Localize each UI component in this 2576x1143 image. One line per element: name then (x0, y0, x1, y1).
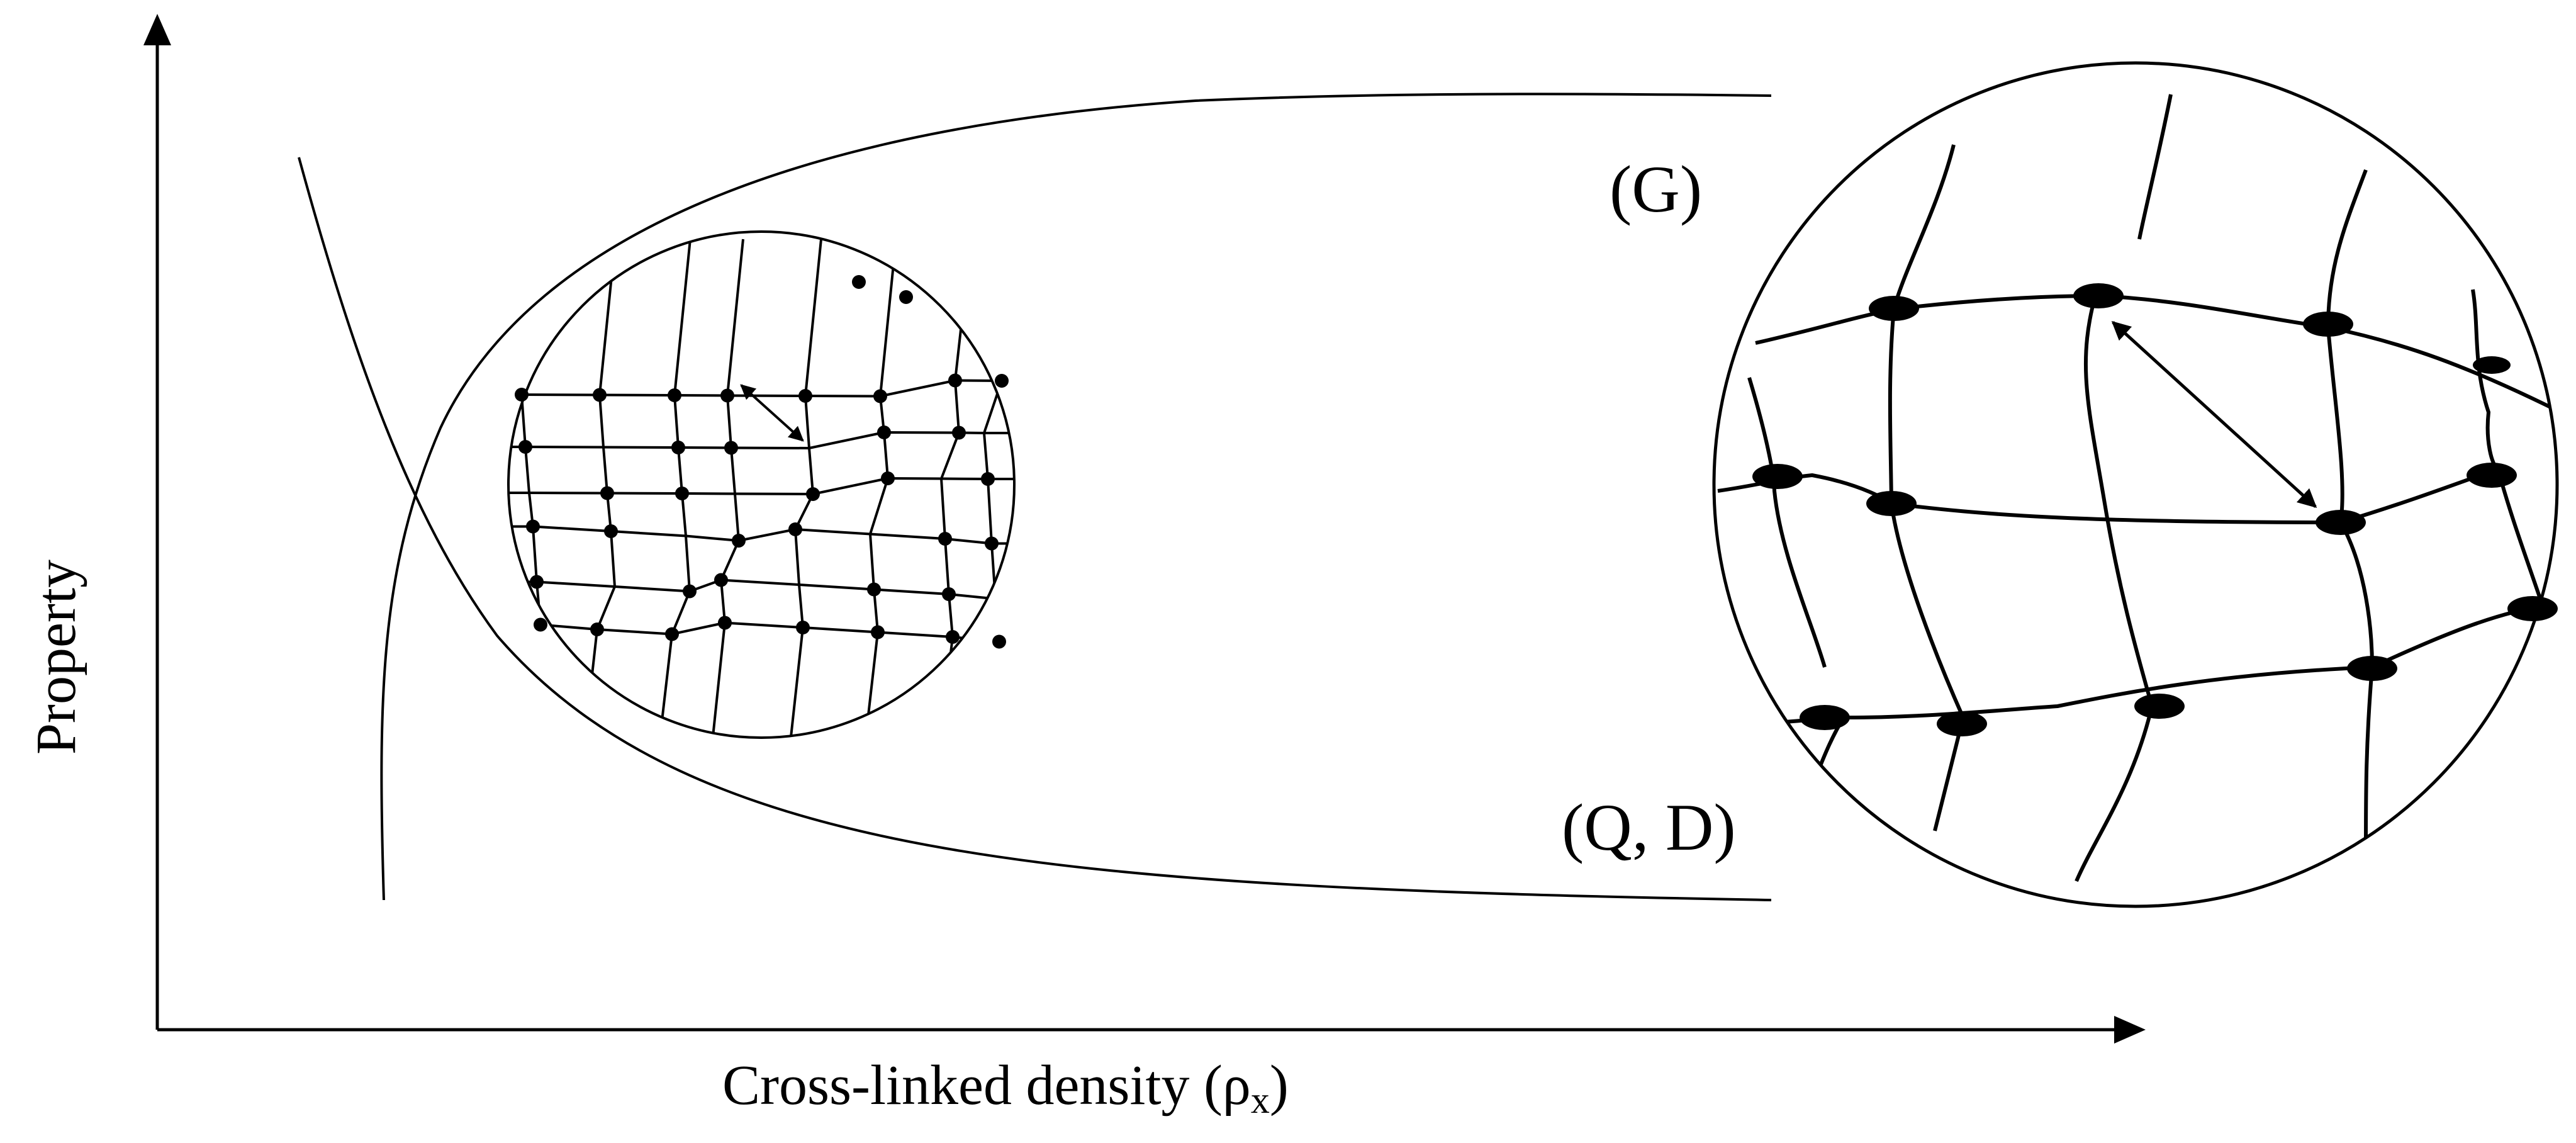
crosslink-node (942, 587, 956, 601)
crosslink-node (796, 621, 810, 634)
crosslink-node (2134, 694, 2185, 719)
crosslink-node (981, 472, 995, 486)
crosslink-node (806, 487, 820, 501)
crosslink-node (867, 582, 881, 597)
crosslink-node (948, 373, 962, 388)
crosslink-node (526, 519, 540, 534)
crosslink-node (665, 627, 679, 641)
crosslink-node (873, 389, 887, 403)
network-inset-high-density (1712, 61, 2559, 908)
crosslink-node (518, 440, 532, 454)
curve-label-upper: (G) (1610, 152, 1703, 226)
crosslink-node (720, 388, 734, 403)
crosslink-node (1866, 491, 1917, 516)
crosslink-node (2473, 356, 2511, 374)
crosslink-node (683, 584, 697, 599)
crosslink-node (530, 575, 544, 589)
crosslink-node (1752, 464, 1803, 489)
crosslink-node (871, 625, 885, 639)
crosslink-node (1800, 705, 1850, 730)
crosslink-node (788, 522, 802, 536)
crosslink-node (515, 388, 529, 402)
crosslink-node (995, 374, 1009, 388)
crosslink-node (2303, 312, 2353, 337)
crosslink-node (714, 573, 728, 587)
crosslink-node (798, 389, 812, 403)
crosslink-node (2347, 656, 2397, 681)
crosslink-node (992, 634, 1006, 649)
crosslink-node (952, 425, 966, 440)
crosslink-node (899, 290, 913, 304)
crosslink-distance-arrow-large (2111, 320, 2317, 509)
crosslink-node (534, 617, 547, 632)
crosslink-node (600, 486, 614, 500)
axes (143, 14, 2146, 1044)
crosslink-node (724, 441, 738, 455)
x-axis-label-suffix: ) (1269, 1054, 1289, 1117)
crosslink-node (881, 471, 895, 485)
crosslink-distance-arrow-small (740, 384, 804, 442)
crosslink-node (852, 275, 866, 289)
crosslink-node (675, 487, 689, 500)
crosslink-node (732, 534, 746, 548)
y-axis-label: Property (25, 560, 87, 755)
crosslink-node (938, 532, 952, 546)
increasing-curve (380, 93, 1772, 901)
decreasing-curve (298, 157, 1772, 901)
x-axis-arrow-icon (2114, 1016, 2146, 1044)
crosslink-node (593, 388, 607, 402)
crosslink-node (671, 441, 685, 454)
y-axis-arrow-icon (143, 14, 171, 45)
crosslink-node (718, 616, 732, 630)
crosslink-node (2073, 283, 2124, 308)
network-inset-low-density (507, 230, 1016, 739)
crosslink-node (946, 630, 960, 644)
property-curves (298, 93, 1772, 901)
crosslink-node (2467, 463, 2517, 488)
crosslink-node (2507, 596, 2558, 621)
crosslink-node (1869, 296, 1919, 321)
x-axis-label-subscript: x (1250, 1079, 1270, 1121)
x-axis-label-text: Cross-linked density (ρ (722, 1054, 1251, 1117)
crosslink-node (877, 425, 891, 439)
x-axis-label: Cross-linked density (ρx) (722, 1054, 1289, 1121)
crosslink-node (2316, 510, 2366, 535)
crosslink-node (604, 524, 618, 538)
crosslink-node (590, 622, 604, 636)
crosslink-node (668, 388, 681, 402)
curve-label-lower: (Q, D) (1562, 791, 1736, 864)
crosslink-node (985, 536, 999, 551)
crosslink-node (1937, 711, 1987, 736)
